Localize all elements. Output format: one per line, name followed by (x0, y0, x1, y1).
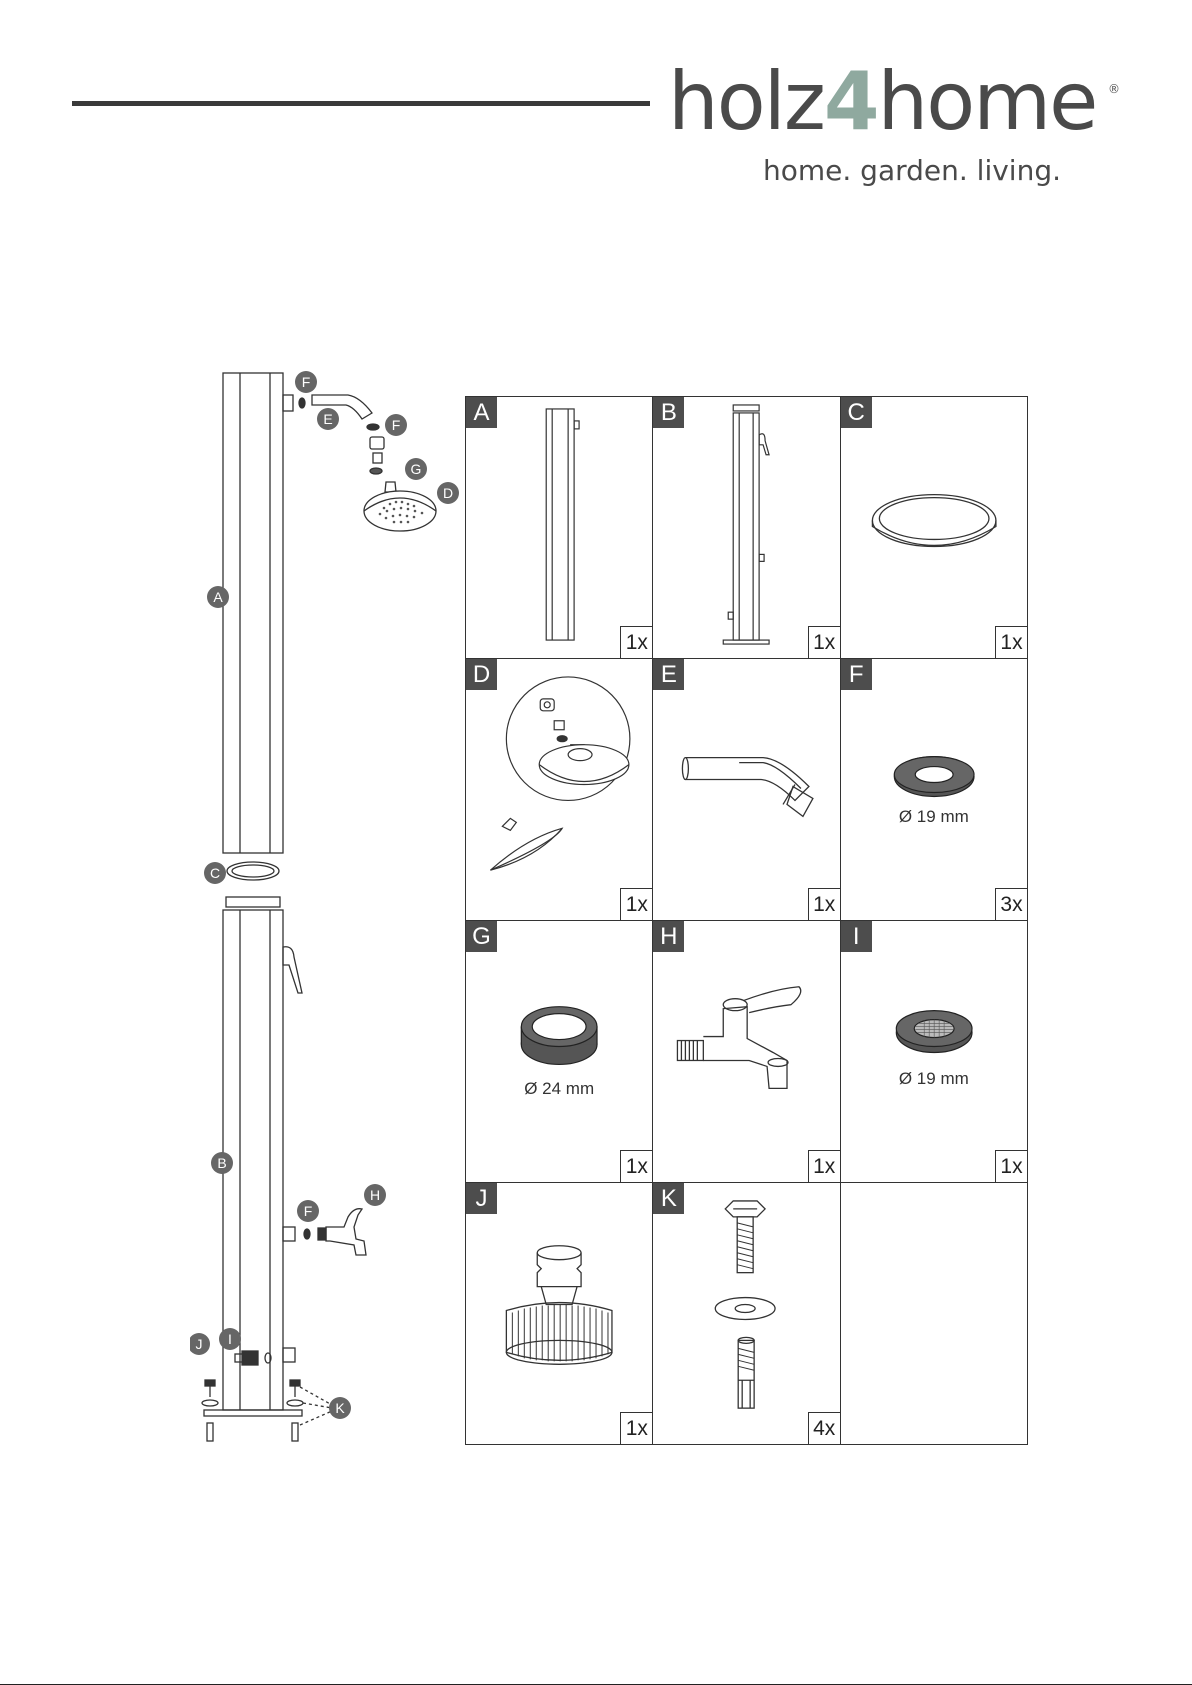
part-cell-h: H 1x (653, 921, 840, 1183)
part-letter: E (653, 659, 684, 690)
tap-pillar-icon (653, 397, 839, 658)
exploded-assembly-diagram: F E F G D A C B F H J I K (190, 365, 470, 1455)
header-rule (72, 101, 650, 106)
bolt-set-icon (653, 1183, 839, 1444)
registered-mark: ® (1108, 82, 1120, 96)
part-cell-j: J 1x (466, 1183, 653, 1445)
label-f-tap: F (304, 1203, 313, 1219)
seal-ring-icon (841, 397, 1027, 658)
part-cell-i: Ø 19 mm I 1x (841, 921, 1028, 1183)
gasket-diameter: Ø 19 mm (841, 807, 1027, 827)
part-quantity: 3x (995, 888, 1027, 920)
brand-tagline: home. garden. living. (763, 154, 1061, 187)
part-quantity: 4x (808, 1412, 840, 1444)
filter-gasket-icon (841, 921, 1027, 1182)
label-a: A (213, 589, 223, 605)
part-cell-empty (841, 1183, 1028, 1445)
shower-head-icon (466, 659, 652, 920)
elbow-pipe-icon (653, 659, 839, 920)
part-letter: B (653, 397, 684, 428)
label-b: B (217, 1155, 226, 1171)
part-cell-k: K 4x (653, 1183, 840, 1445)
part-cell-g: Ø 24 mm G 1x (466, 921, 653, 1183)
part-letter: F (841, 659, 872, 690)
part-quantity: 1x (808, 626, 840, 658)
parts-list-grid: A 1x B 1x C 1x (465, 396, 1028, 1445)
part-letter: I (841, 921, 872, 952)
part-quantity: 1x (620, 626, 652, 658)
part-quantity: 1x (995, 626, 1027, 658)
part-letter: J (466, 1183, 497, 1214)
part-letter: G (466, 921, 497, 952)
part-quantity: 1x (620, 1412, 652, 1444)
label-c: C (210, 865, 220, 881)
brand-logo: holz4home ® home. garden. living. (668, 52, 1128, 192)
part-letter: K (653, 1183, 684, 1214)
part-quantity: 1x (808, 888, 840, 920)
part-letter: C (841, 397, 872, 428)
part-cell-c: C 1x (841, 397, 1028, 659)
gasket-diameter: Ø 19 mm (841, 1069, 1027, 1089)
part-cell-b: B 1x (653, 397, 840, 659)
part-cell-f: Ø 19 mm F 3x (841, 659, 1028, 921)
part-cell-e: E 1x (653, 659, 840, 921)
part-letter: H (653, 921, 684, 952)
part-cell-a: A 1x (466, 397, 653, 659)
label-d: D (443, 485, 453, 501)
label-f-top: F (302, 374, 311, 390)
part-quantity: 1x (620, 888, 652, 920)
part-letter: A (466, 397, 497, 428)
part-quantity: 1x (620, 1150, 652, 1182)
label-f-elbow: F (392, 417, 401, 433)
label-j: J (196, 1336, 203, 1352)
label-i: I (228, 1331, 232, 1347)
label-g: G (411, 461, 422, 477)
gasket-diameter: Ø 24 mm (466, 1079, 652, 1099)
brand-four: 4 (824, 55, 878, 148)
label-h: H (370, 1187, 380, 1203)
label-e: E (323, 411, 332, 427)
pillar-icon (466, 397, 652, 658)
part-letter: D (466, 659, 497, 690)
part-quantity: 1x (995, 1150, 1027, 1182)
part-cell-d: D 1x (466, 659, 653, 921)
brand-wordmark: holz4home (668, 62, 1096, 142)
part-quantity: 1x (808, 1150, 840, 1182)
tap-icon (653, 921, 839, 1182)
gasket-icon (841, 659, 1027, 920)
thick-gasket-icon (466, 921, 652, 1182)
label-k: K (335, 1400, 345, 1416)
hose-connector-icon (466, 1183, 652, 1444)
